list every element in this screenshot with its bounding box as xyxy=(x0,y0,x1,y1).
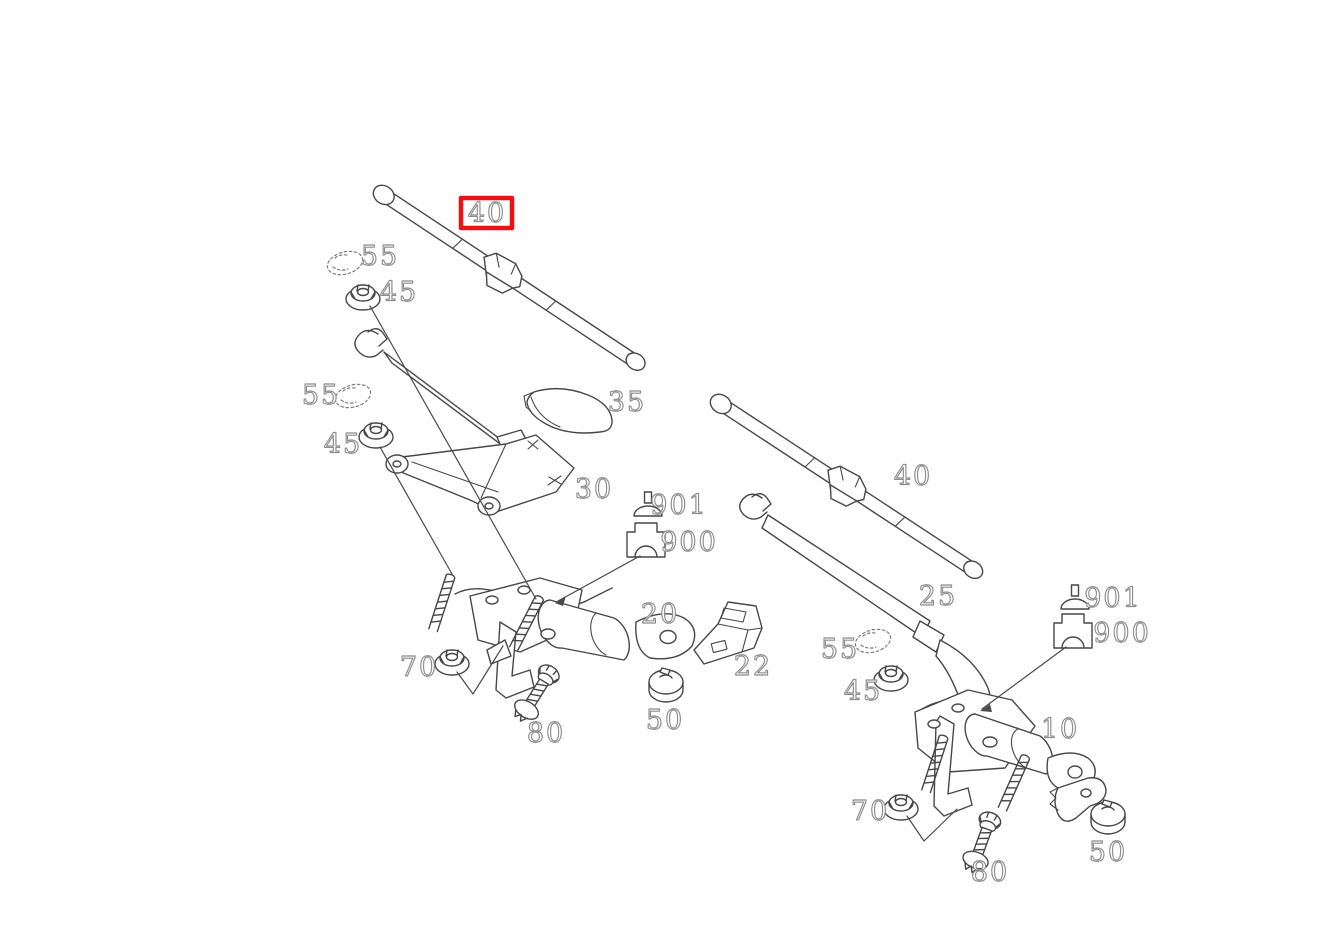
callout-cap-mid-left[interactable]: 55 xyxy=(301,379,340,411)
callout-nut-top-left[interactable]: 45 xyxy=(379,276,418,308)
callout-nut-lower-left[interactable]: 70 xyxy=(399,651,438,683)
callout-arm-right[interactable]: 25 xyxy=(918,580,957,612)
grommet-left xyxy=(648,667,684,703)
callout-bolt-right[interactable]: 80 xyxy=(970,856,1009,888)
callout-grommet-right[interactable]: 50 xyxy=(1088,836,1127,868)
motor-assembly-left xyxy=(428,572,696,699)
wiper-arm-linkage-left xyxy=(354,328,575,516)
callout-housing-cap-left[interactable]: 900 xyxy=(660,526,718,558)
callout-nut-mid-left[interactable]: 45 xyxy=(323,428,362,460)
callout-grommet-left[interactable]: 50 xyxy=(645,704,684,736)
nut-lower-left xyxy=(434,649,470,676)
callout-arm-left[interactable]: 30 xyxy=(574,473,613,505)
callout-cap-top-left[interactable]: 55 xyxy=(360,240,399,272)
callout-blade-right[interactable]: 40 xyxy=(893,460,932,492)
callout-pin-cap-right[interactable]: 901 xyxy=(1084,582,1142,614)
callout-labels: 40 55 45 55 45 35 30 901 900 20 22 70 50… xyxy=(301,197,1151,888)
wiper-blade-right xyxy=(709,393,984,580)
pivot-cap-top-left xyxy=(323,246,367,280)
housing-cap-right-icon xyxy=(1053,613,1093,649)
callout-nut-right[interactable]: 45 xyxy=(843,675,882,707)
callout-relay-bracket[interactable]: 22 xyxy=(733,650,772,682)
leader-lines xyxy=(369,305,1067,842)
nut-mid-left xyxy=(358,422,394,449)
callout-housing-cap-right[interactable]: 900 xyxy=(1093,617,1151,649)
pivot-stud-left-1 xyxy=(428,572,457,633)
callout-cover[interactable]: 35 xyxy=(607,386,646,418)
grommet-right xyxy=(1090,799,1126,835)
callout-pin-cap-left[interactable]: 901 xyxy=(650,489,708,521)
relay-bracket xyxy=(693,601,763,665)
motor-assembly-right xyxy=(914,689,1107,822)
callout-motor-left[interactable]: 20 xyxy=(640,598,679,630)
selected-callout-highlight xyxy=(458,195,515,231)
callout-nut-lower-right[interactable]: 70 xyxy=(850,795,889,827)
callout-cap-right[interactable]: 55 xyxy=(820,633,859,665)
callout-motor-right[interactable]: 10 xyxy=(1040,713,1079,745)
nut-top-left xyxy=(345,284,381,311)
cover-cap xyxy=(523,387,613,434)
callout-bolt-left[interactable]: 80 xyxy=(526,717,565,749)
callout-blade-left[interactable]: 40 xyxy=(467,197,506,229)
wiper-blade-left xyxy=(372,184,646,371)
